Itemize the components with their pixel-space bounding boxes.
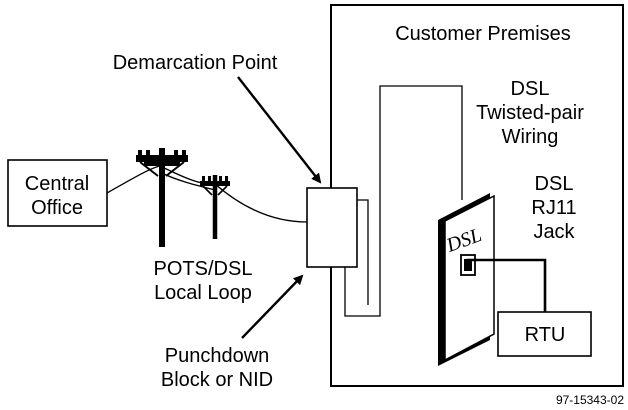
central-office-label-line2: Office: [31, 197, 83, 219]
dsl-wiring-label-line3: Wiring: [502, 126, 559, 148]
twisted-pair-wiring-2: [357, 199, 369, 305]
central-office-label-line1: Central: [25, 173, 89, 195]
local-loop-wire: [106, 165, 308, 223]
twisted-pair-wiring: [344, 85, 463, 317]
dsl-wiring-label-line1: DSL: [511, 78, 550, 100]
punchdown-block: [306, 187, 358, 268]
customer-premises-label: Customer Premises: [395, 23, 571, 45]
jack-to-rtu-cord: [466, 258, 547, 312]
dsl-jack-label-line1: DSL: [535, 173, 574, 195]
dsl-wiring-label-line2: Twisted-pair: [476, 102, 584, 124]
demarcation-arrow: [237, 76, 322, 184]
punchdown-label-line1: Punchdown: [165, 345, 270, 367]
pots-dsl-label-line2: Local Loop: [154, 282, 252, 304]
figure-id: 97-15343-02: [556, 393, 624, 407]
central-office-box: [7, 159, 108, 227]
rtu-label: RTU: [525, 324, 566, 346]
punchdown-arrow: [241, 274, 304, 339]
demarcation-point-label: Demarcation Point: [113, 52, 278, 74]
dsl-jack-label-line2: RJ11: [531, 197, 576, 219]
punchdown-label-line2: Block or NID: [161, 369, 273, 391]
dsl-jack-label-line3: Jack: [533, 221, 575, 243]
rtu-box: [497, 311, 592, 357]
utility-pole-small: [200, 175, 230, 239]
utility-pole-large: [136, 148, 188, 247]
pots-dsl-label-line1: POTS/DSL: [154, 258, 253, 280]
rj11-wall-jack: DSL: [438, 193, 495, 366]
